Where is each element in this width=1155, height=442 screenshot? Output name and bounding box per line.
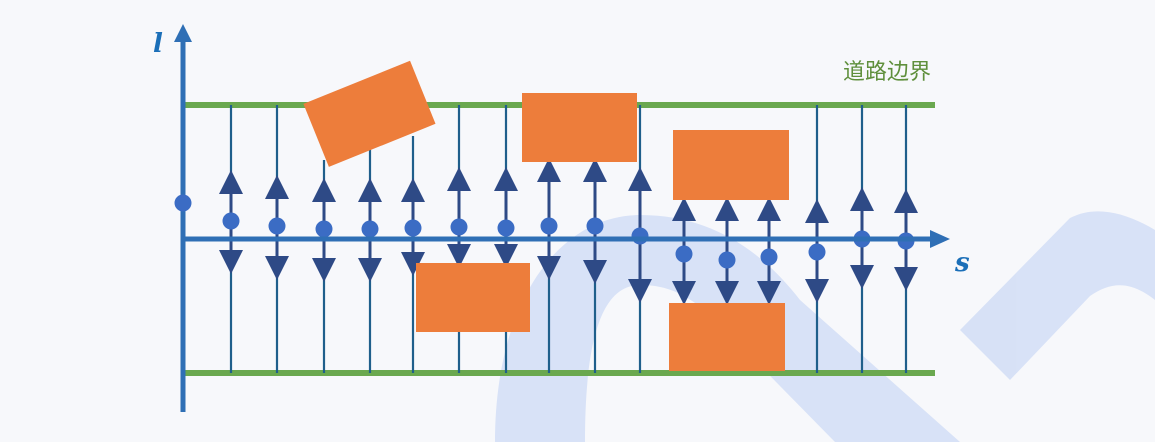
sample-point [675, 245, 693, 263]
l-axis [174, 24, 192, 412]
obstacle-bottom-right [669, 303, 785, 371]
obstacle-bottom-left [416, 263, 530, 332]
sample-point [315, 220, 333, 238]
sample-point [586, 217, 604, 235]
sample-point [631, 227, 649, 245]
l-axis-label: l [153, 29, 163, 59]
sample-point [450, 218, 468, 236]
s-axis-label: s [954, 248, 970, 278]
sample-point [540, 217, 558, 235]
sample-point [268, 217, 286, 235]
sample-point [760, 248, 778, 266]
obstacle-top-right [673, 130, 789, 200]
sample-point [718, 251, 736, 269]
sample-point [808, 243, 826, 261]
origin-point [174, 194, 192, 212]
s-axis [183, 230, 950, 248]
road-boundary-label: 道路边界 [843, 60, 931, 85]
sample-point [222, 212, 240, 230]
obstacle-rotated [303, 60, 436, 167]
obstacle-group [303, 60, 789, 371]
sample-point [404, 219, 422, 237]
sample-point [497, 219, 515, 237]
sample-point [361, 220, 379, 238]
obstacle-top-middle [522, 93, 637, 162]
